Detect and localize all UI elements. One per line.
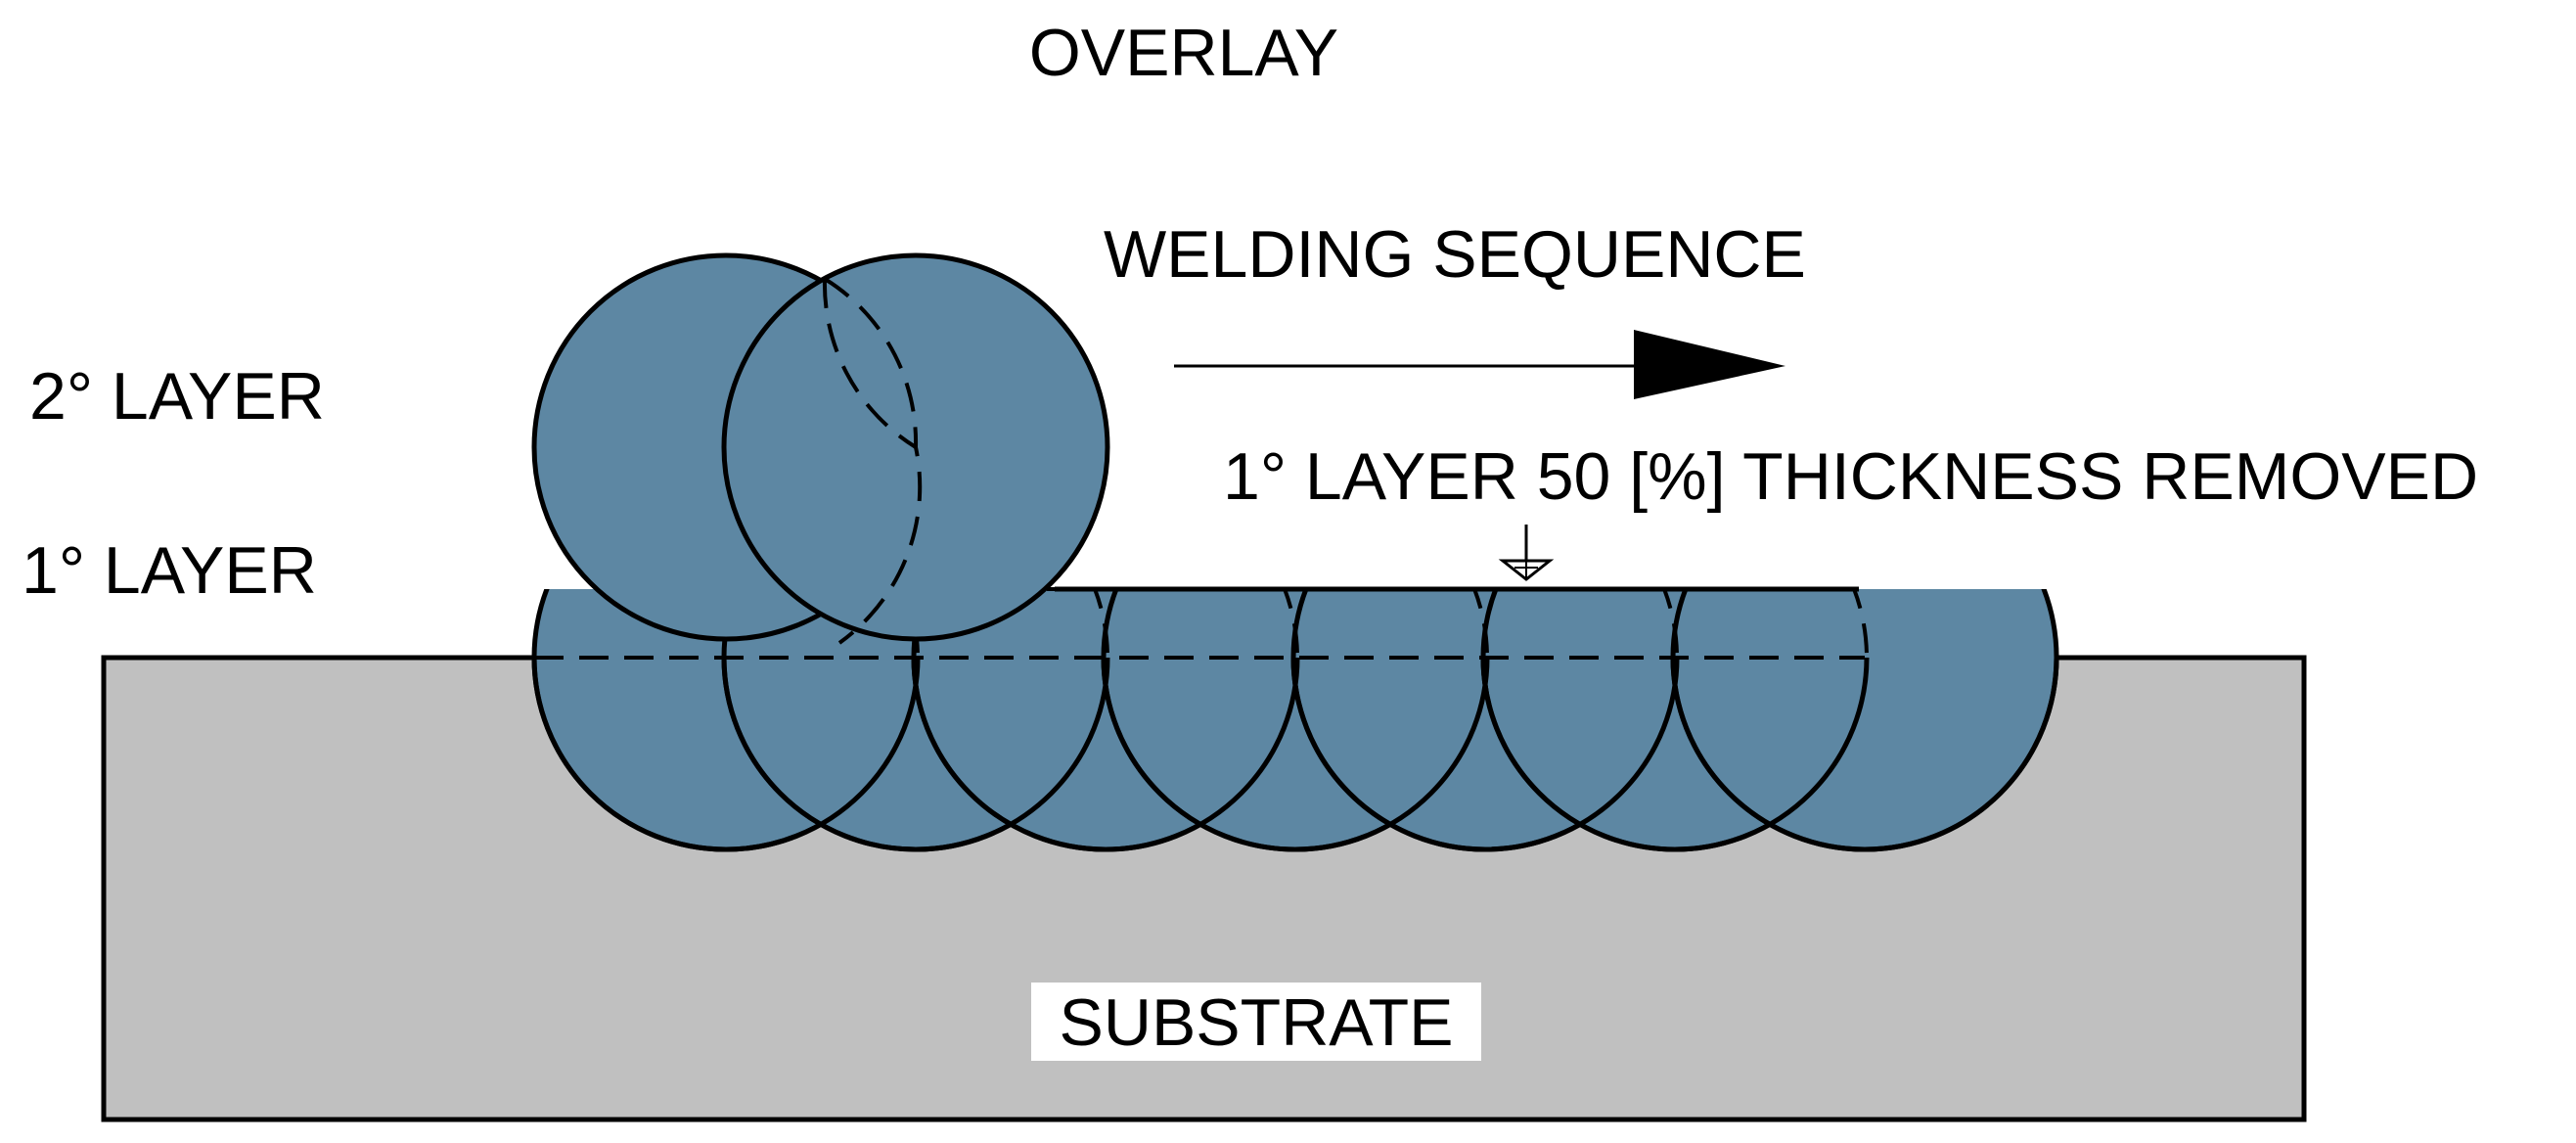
- second-layer-beads: [531, 252, 1110, 645]
- arrow-right-icon: [1174, 330, 1785, 399]
- diagram-title: OVERLAY: [1029, 16, 1338, 90]
- substrate-label: SUBSTRATE: [1059, 985, 1453, 1060]
- thickness-removed-label: 1° LAYER 50 [%] THICKNESS REMOVED: [1223, 439, 2478, 514]
- second-layer-hidden-arc: [823, 277, 923, 645]
- substrate-label-bg: [1031, 983, 1481, 1061]
- welding-sequence-label: WELDING SEQUENCE: [1104, 217, 1806, 292]
- bead-outlines: [531, 658, 2059, 852]
- second-layer-label: 2° LAYER: [29, 359, 325, 434]
- machined-surface-icon: [1498, 525, 1555, 581]
- first-layer-label: 1° LAYER: [22, 533, 317, 608]
- second-layer-hidden-arc: [822, 278, 918, 449]
